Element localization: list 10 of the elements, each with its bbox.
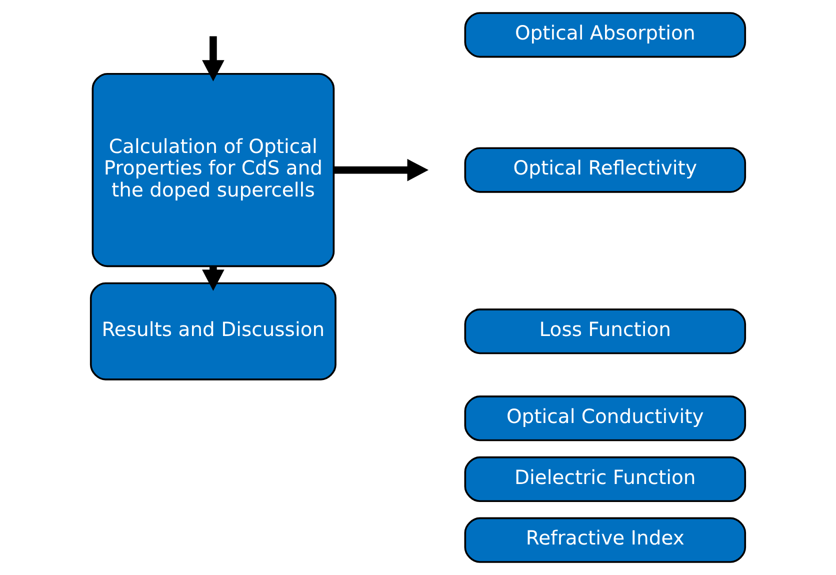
arrow [202, 36, 224, 82]
node-box: Optical Absorption [464, 12, 746, 58]
node-box: Results and Discussion [90, 282, 336, 380]
node-box: Refractive Index [464, 517, 746, 563]
node-box: Loss Function [464, 308, 746, 354]
node-box: Optical Conductivity [464, 396, 746, 442]
node-box: Calculation of Optical Properties for CdS and the doped supercells [92, 72, 335, 268]
node-box: Dielectric Function [464, 456, 746, 502]
node-box: Optical Reflectivity [464, 147, 746, 193]
arrow [334, 158, 429, 182]
